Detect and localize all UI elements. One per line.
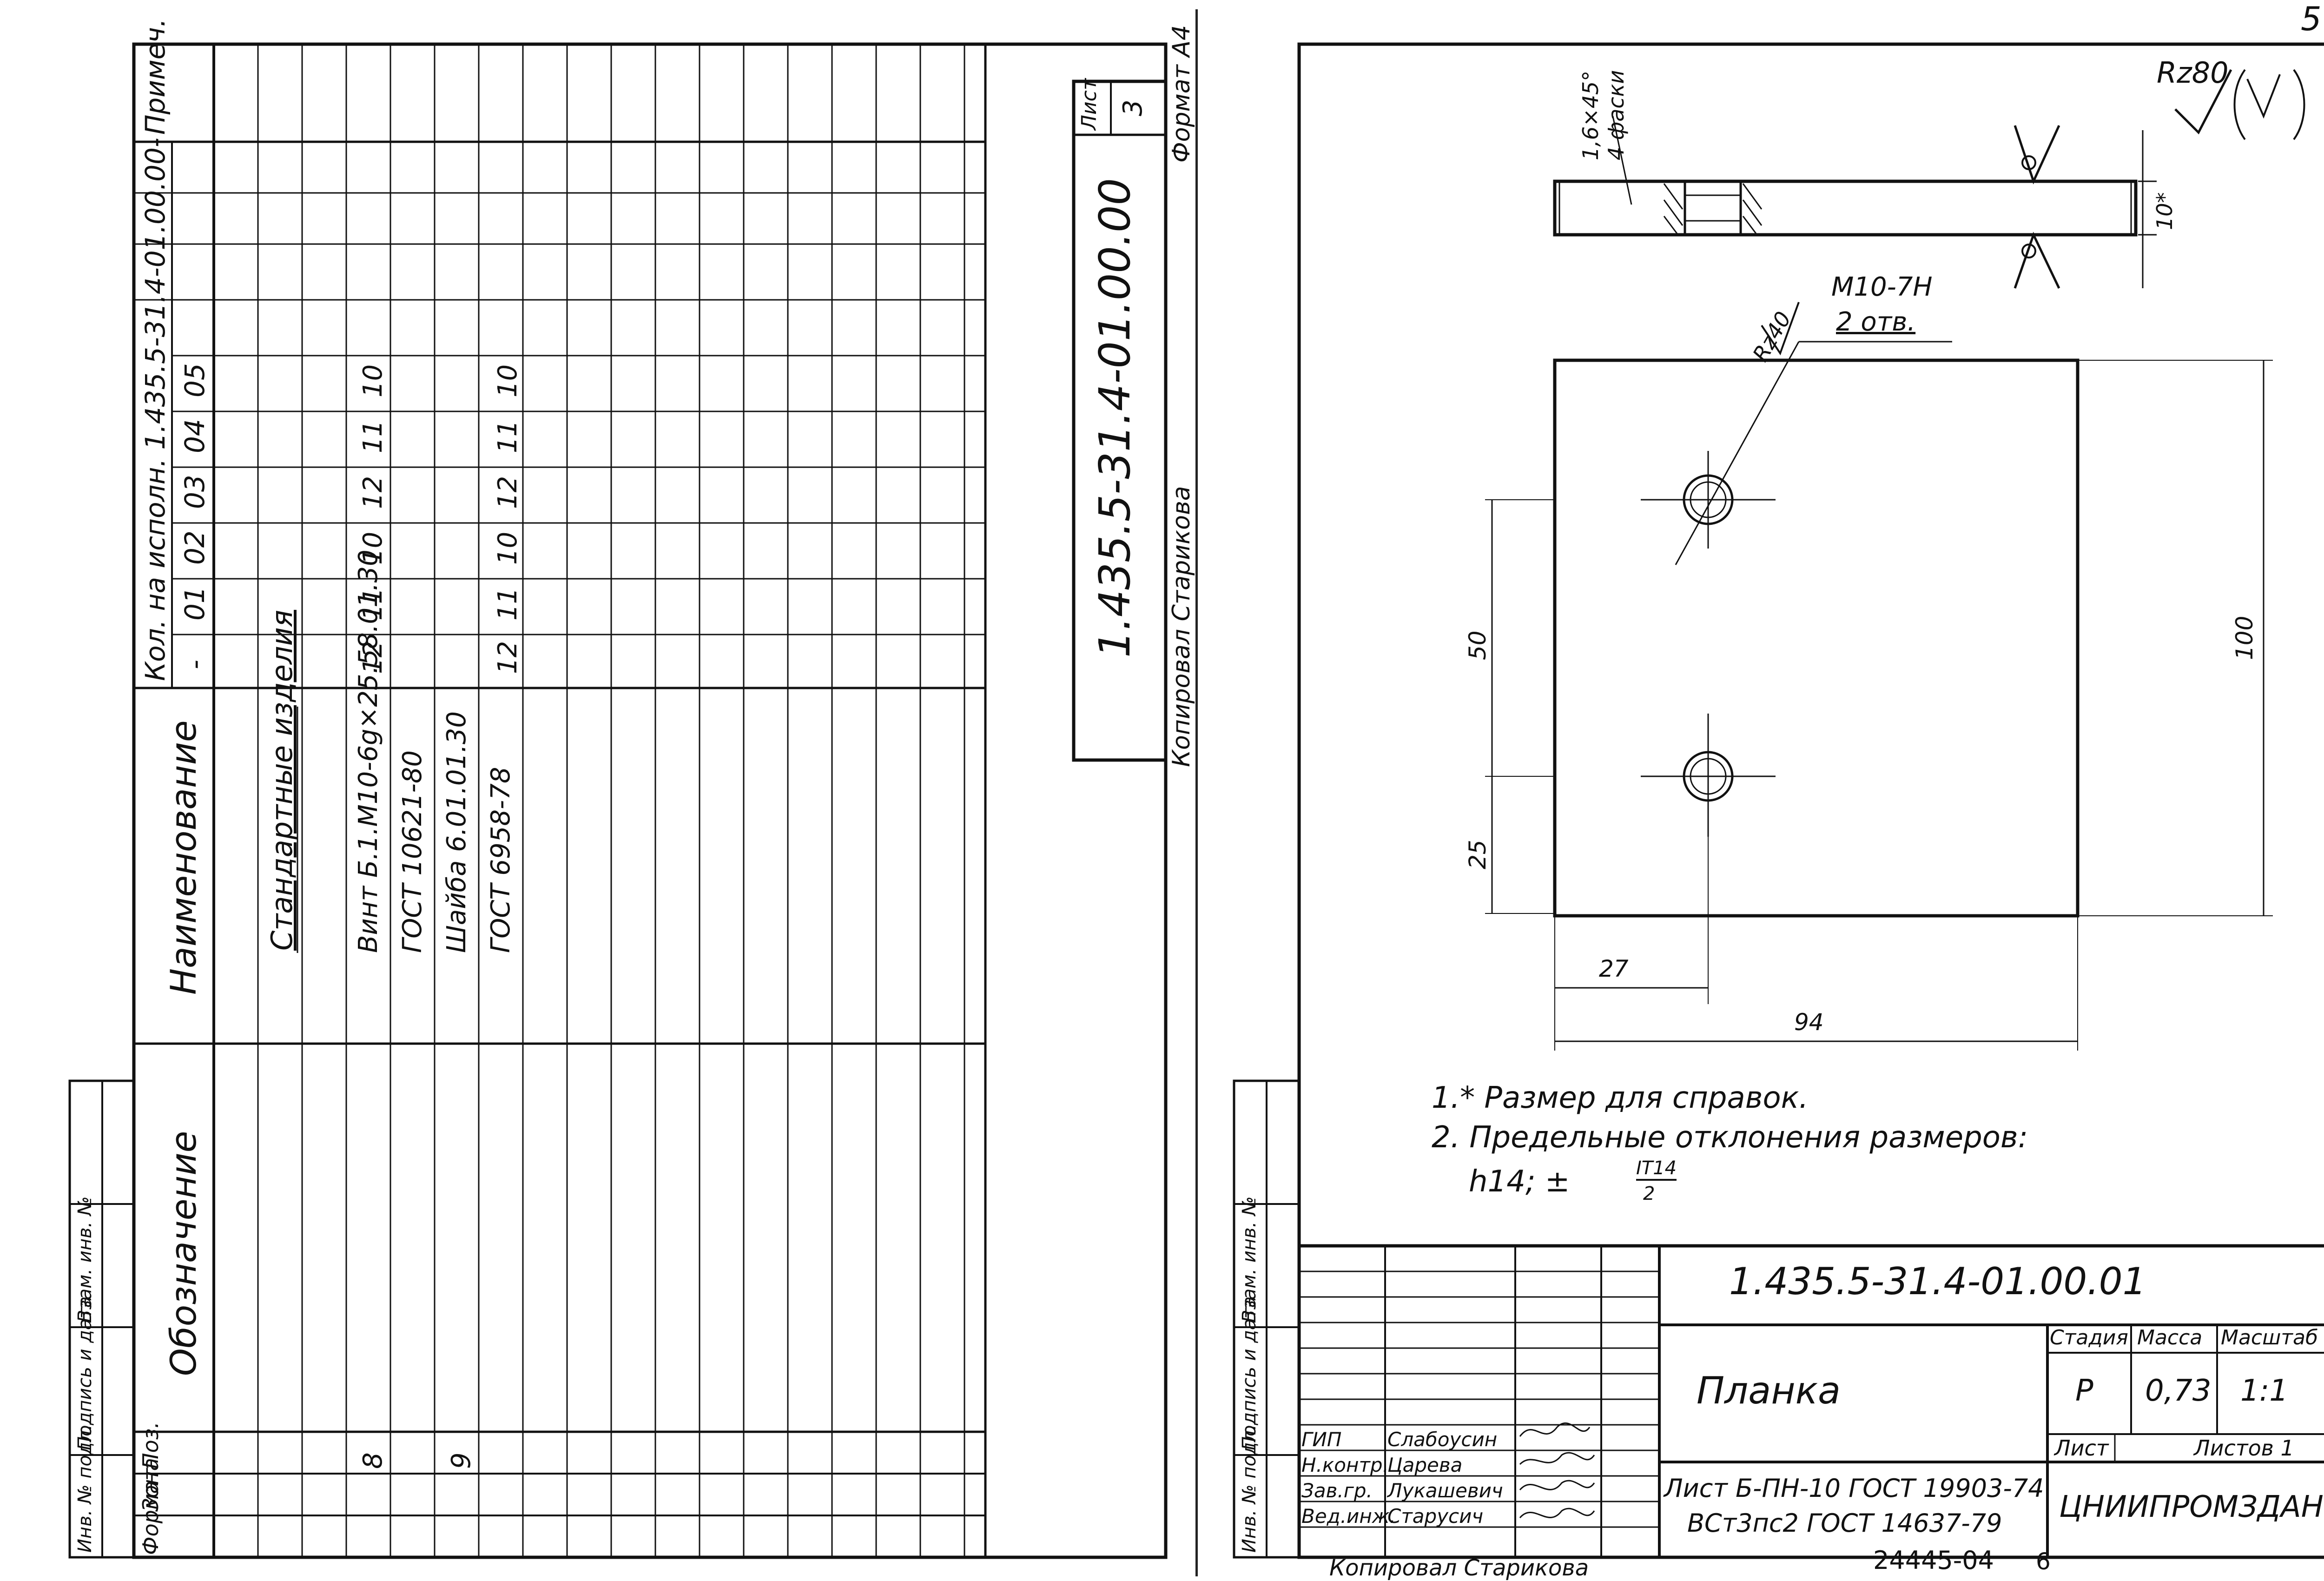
note-line: 2. Предельные отклонения размеров: bbox=[1432, 1120, 2028, 1155]
dim-100: 100 bbox=[2231, 615, 2258, 660]
qty-cell: 12 bbox=[493, 476, 523, 509]
stamp-sheets-label: Листов 1 bbox=[2194, 1435, 2294, 1461]
stamp-mass: 0,73 bbox=[2145, 1374, 2212, 1408]
stamp-scale-label: Масштаб bbox=[2221, 1326, 2318, 1349]
qty-cell: 10 bbox=[493, 531, 523, 565]
side-label: Взам. инв. № bbox=[1239, 1196, 1260, 1323]
general-roughness: Rz80 bbox=[2157, 56, 2229, 90]
page-number: 5 bbox=[2301, 0, 2322, 38]
stamp-scale: 1:1 bbox=[2240, 1374, 2288, 1408]
section-title: Стандартные изделия bbox=[265, 609, 299, 951]
stamp-role: Н.контр. bbox=[1301, 1454, 1389, 1476]
col-designation-header: Обозначение bbox=[163, 1131, 204, 1376]
hole-roughness: Rz40 bbox=[1748, 307, 1796, 366]
qty-cell: 10 bbox=[493, 364, 523, 397]
stamp-material-1: Лист Б-ПН-10 ГОСТ 19903-74 bbox=[1664, 1474, 2044, 1503]
row-name: ГОСТ 10621-80 bbox=[397, 750, 428, 953]
qty-cell: 10 bbox=[358, 364, 388, 397]
qty-cell: 10 bbox=[358, 531, 388, 565]
qty-cell: 11 bbox=[493, 587, 523, 621]
left-title-code: 1.435.5-31.4-01.00.00 bbox=[1090, 178, 1140, 658]
stamp-code: 1.435.5-31.4-01.00.01 bbox=[1729, 1260, 2146, 1303]
row-name: Шайба 6.01.01.30 bbox=[442, 711, 472, 953]
bottom-copied-by: Копировал Старикова bbox=[1329, 1555, 1589, 1581]
sheet-divider bbox=[1195, 9, 1198, 1576]
stamp-mass-label: Масса bbox=[2137, 1326, 2203, 1349]
left-copied-by: Копировал Старикова bbox=[1168, 486, 1195, 767]
side-label: Взам. инв. № bbox=[74, 1196, 96, 1323]
row-pos: 9 bbox=[446, 1452, 476, 1469]
left-format-label: Формат А4 bbox=[1168, 25, 1195, 163]
col-name-header: Наименование bbox=[163, 720, 204, 995]
qty-variant: 05 bbox=[179, 363, 211, 397]
left-sheet-label: Лист bbox=[1077, 78, 1101, 130]
stamp-role: Вед.инж. bbox=[1301, 1505, 1396, 1528]
stamp-sheet-label: Лист bbox=[2054, 1435, 2109, 1461]
chamfer-note: 4 фаски bbox=[1604, 70, 1629, 160]
qty-cell: 11 bbox=[358, 420, 388, 453]
left-sheet-number: 3 bbox=[1118, 99, 1148, 116]
qty-variant: 03 bbox=[179, 475, 211, 509]
stamp-role: Зав.гр. bbox=[1301, 1479, 1373, 1502]
dim-25: 25 bbox=[1464, 840, 1491, 869]
left-sheet-grid bbox=[68, 42, 1168, 1559]
stamp-stage-label: Стадия bbox=[2050, 1326, 2128, 1349]
qty-cell: 11 bbox=[358, 587, 388, 621]
note-line: h14; ± bbox=[1469, 1164, 1570, 1199]
qty-cell: 12 bbox=[358, 641, 388, 674]
stamp-person: Слабоусин bbox=[1387, 1428, 1498, 1451]
dim-50: 50 bbox=[1464, 630, 1491, 660]
qty-variant: 01 bbox=[179, 586, 211, 621]
stamp-person: Царева bbox=[1387, 1454, 1463, 1476]
stamp-role: ГИП bbox=[1301, 1428, 1342, 1451]
stamp-person: Лукашевич bbox=[1387, 1479, 1503, 1502]
row-pos: 8 bbox=[358, 1452, 388, 1469]
stamp-stage: Р bbox=[2075, 1374, 2093, 1408]
tolerance-numerator: IT14 bbox=[1636, 1158, 1677, 1181]
col-pos-header: Поз. bbox=[138, 1422, 163, 1469]
stamp-person: Старусич bbox=[1387, 1505, 1484, 1528]
col-note-header: Примеч. bbox=[139, 18, 171, 135]
qty-variant: - bbox=[179, 660, 211, 669]
doc-number: 24445-04 bbox=[1873, 1546, 1994, 1575]
thread-count: 2 отв. bbox=[1836, 307, 1916, 337]
stamp-material-2: ВСт3пс2 ГОСТ 14637-79 bbox=[1687, 1508, 2002, 1538]
qty-variant: 04 bbox=[179, 419, 211, 453]
qty-cell: 12 bbox=[493, 641, 523, 674]
stamp-organization: ЦНИИПРОМЗДАНИЙ bbox=[2059, 1490, 2324, 1524]
col-qty-header: Кол. на исполн. 1.435.5-31.4-01.00.00- bbox=[139, 138, 171, 681]
note-line: 1.* Размер для справок. bbox=[1432, 1081, 1809, 1115]
tolerance-denominator: 2 bbox=[1643, 1183, 1655, 1204]
qty-cell: 12 bbox=[358, 476, 388, 509]
stamp-title: Планка bbox=[1697, 1369, 1841, 1412]
qty-cell: 11 bbox=[493, 420, 523, 453]
dim-27: 27 bbox=[1599, 955, 1629, 982]
row-name: ГОСТ 6958-78 bbox=[486, 767, 516, 953]
doc-suffix: 6 bbox=[2036, 1548, 2051, 1575]
dim-94: 94 bbox=[1794, 1009, 1824, 1036]
qty-variant: 02 bbox=[179, 530, 211, 565]
thread-callout: M10-7H bbox=[1831, 272, 1933, 302]
thickness-dim: 10* bbox=[2152, 192, 2177, 230]
chamfer-callout: 1,6×45° bbox=[1578, 70, 1603, 160]
